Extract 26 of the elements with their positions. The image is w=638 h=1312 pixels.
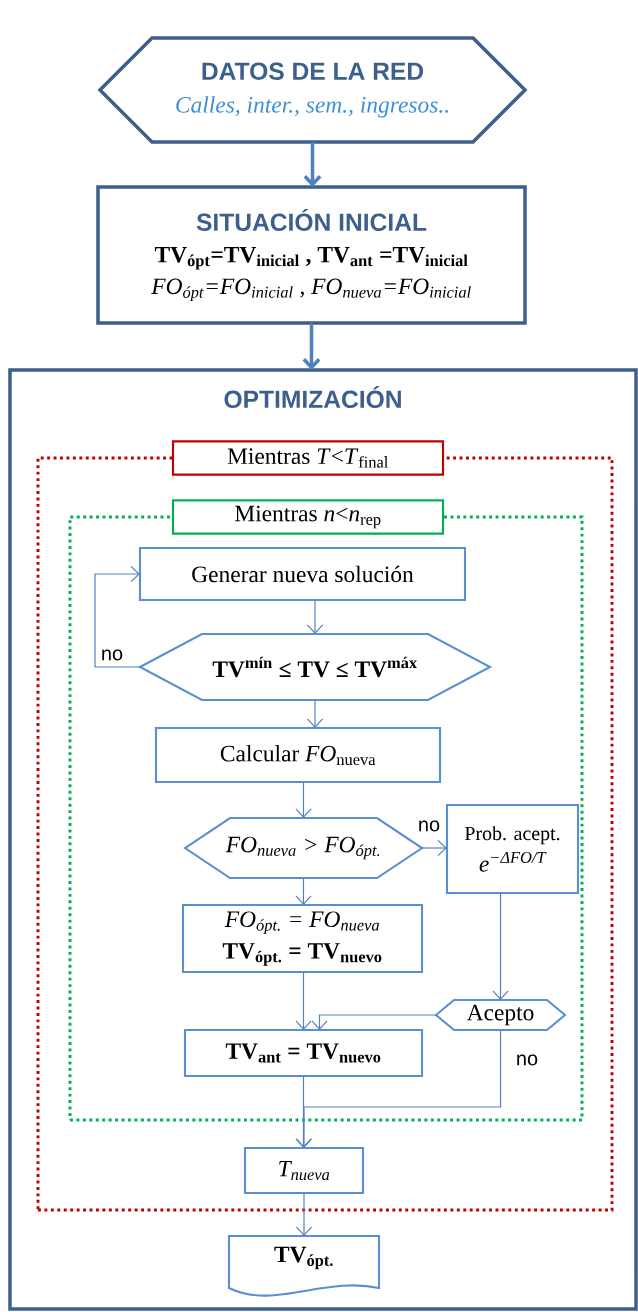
process-box: TV$_{ant}$ = TV$_{nuevo}$: [183, 1028, 424, 1078]
loop-condition: Mientras T<T$_{final}$: [171, 440, 445, 476]
process-box: SITUACIÓN INICIAL TV$_{ópt}$=TV$_{inicial}$ , TV$_{ant}$ =TV$_{inicial}$ FO$_{ópt}$=FO$_{inicial}$ , FO$_{nueva}$=FO$_{inicial}$: [96, 185, 527, 325]
arrow: [295, 877, 312, 905]
process-box: T$_{nueva}$: [243, 1146, 365, 1195]
arrow: [295, 781, 312, 818]
loop-condition: Mientras n<n$_{rep}$: [171, 499, 445, 535]
section-title: OPTIMIZACIÓN: [224, 386, 401, 409]
arrow: [306, 699, 324, 728]
process-box: FO$_{ópt.}$ = FO$_{nueva}$ TV$_{ópt.}$ = TV$_{nuevo}$: [181, 903, 424, 974]
process-box: Prob. acept. e$^{−ΔFO/T}$: [445, 803, 580, 895]
arrow: [306, 599, 324, 634]
arrow: [421, 839, 447, 857]
arrow: [492, 892, 509, 1000]
edge-label: no: [514, 1053, 540, 1067]
arrow: [303, 142, 322, 187]
decision-hexagon: Acepto: [434, 998, 567, 1032]
process-box: Generar nueva solución: [138, 546, 467, 602]
arrow: [295, 1029, 502, 1148]
arrow: [302, 323, 321, 370]
arrow: [295, 971, 312, 1030]
arrow: [94, 565, 141, 668]
arrow: [295, 1192, 313, 1236]
edge-label: no: [99, 648, 125, 662]
process-box: Calcular FO$_{nueva}$: [154, 726, 442, 784]
arrow: [311, 1014, 437, 1030]
